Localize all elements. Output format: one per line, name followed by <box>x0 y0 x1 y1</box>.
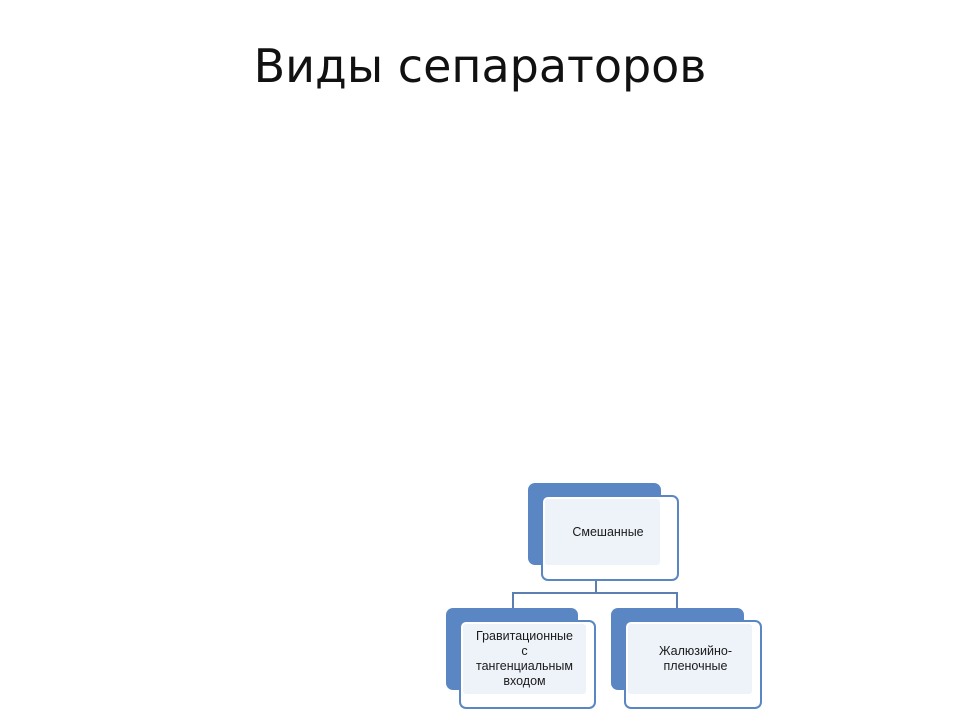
connector-horizontal <box>512 592 678 594</box>
slide-title: Виды сепараторов <box>253 39 707 93</box>
connector-right-drop <box>676 592 678 608</box>
node-root-label: Смешанные <box>545 499 660 565</box>
node-child-gravitational-label: Гравитационные с тангенциальным входом <box>463 624 586 694</box>
connector-left-drop <box>512 592 514 608</box>
node-child-louvered-label: Жалюзийно- пленочные <box>628 624 752 694</box>
